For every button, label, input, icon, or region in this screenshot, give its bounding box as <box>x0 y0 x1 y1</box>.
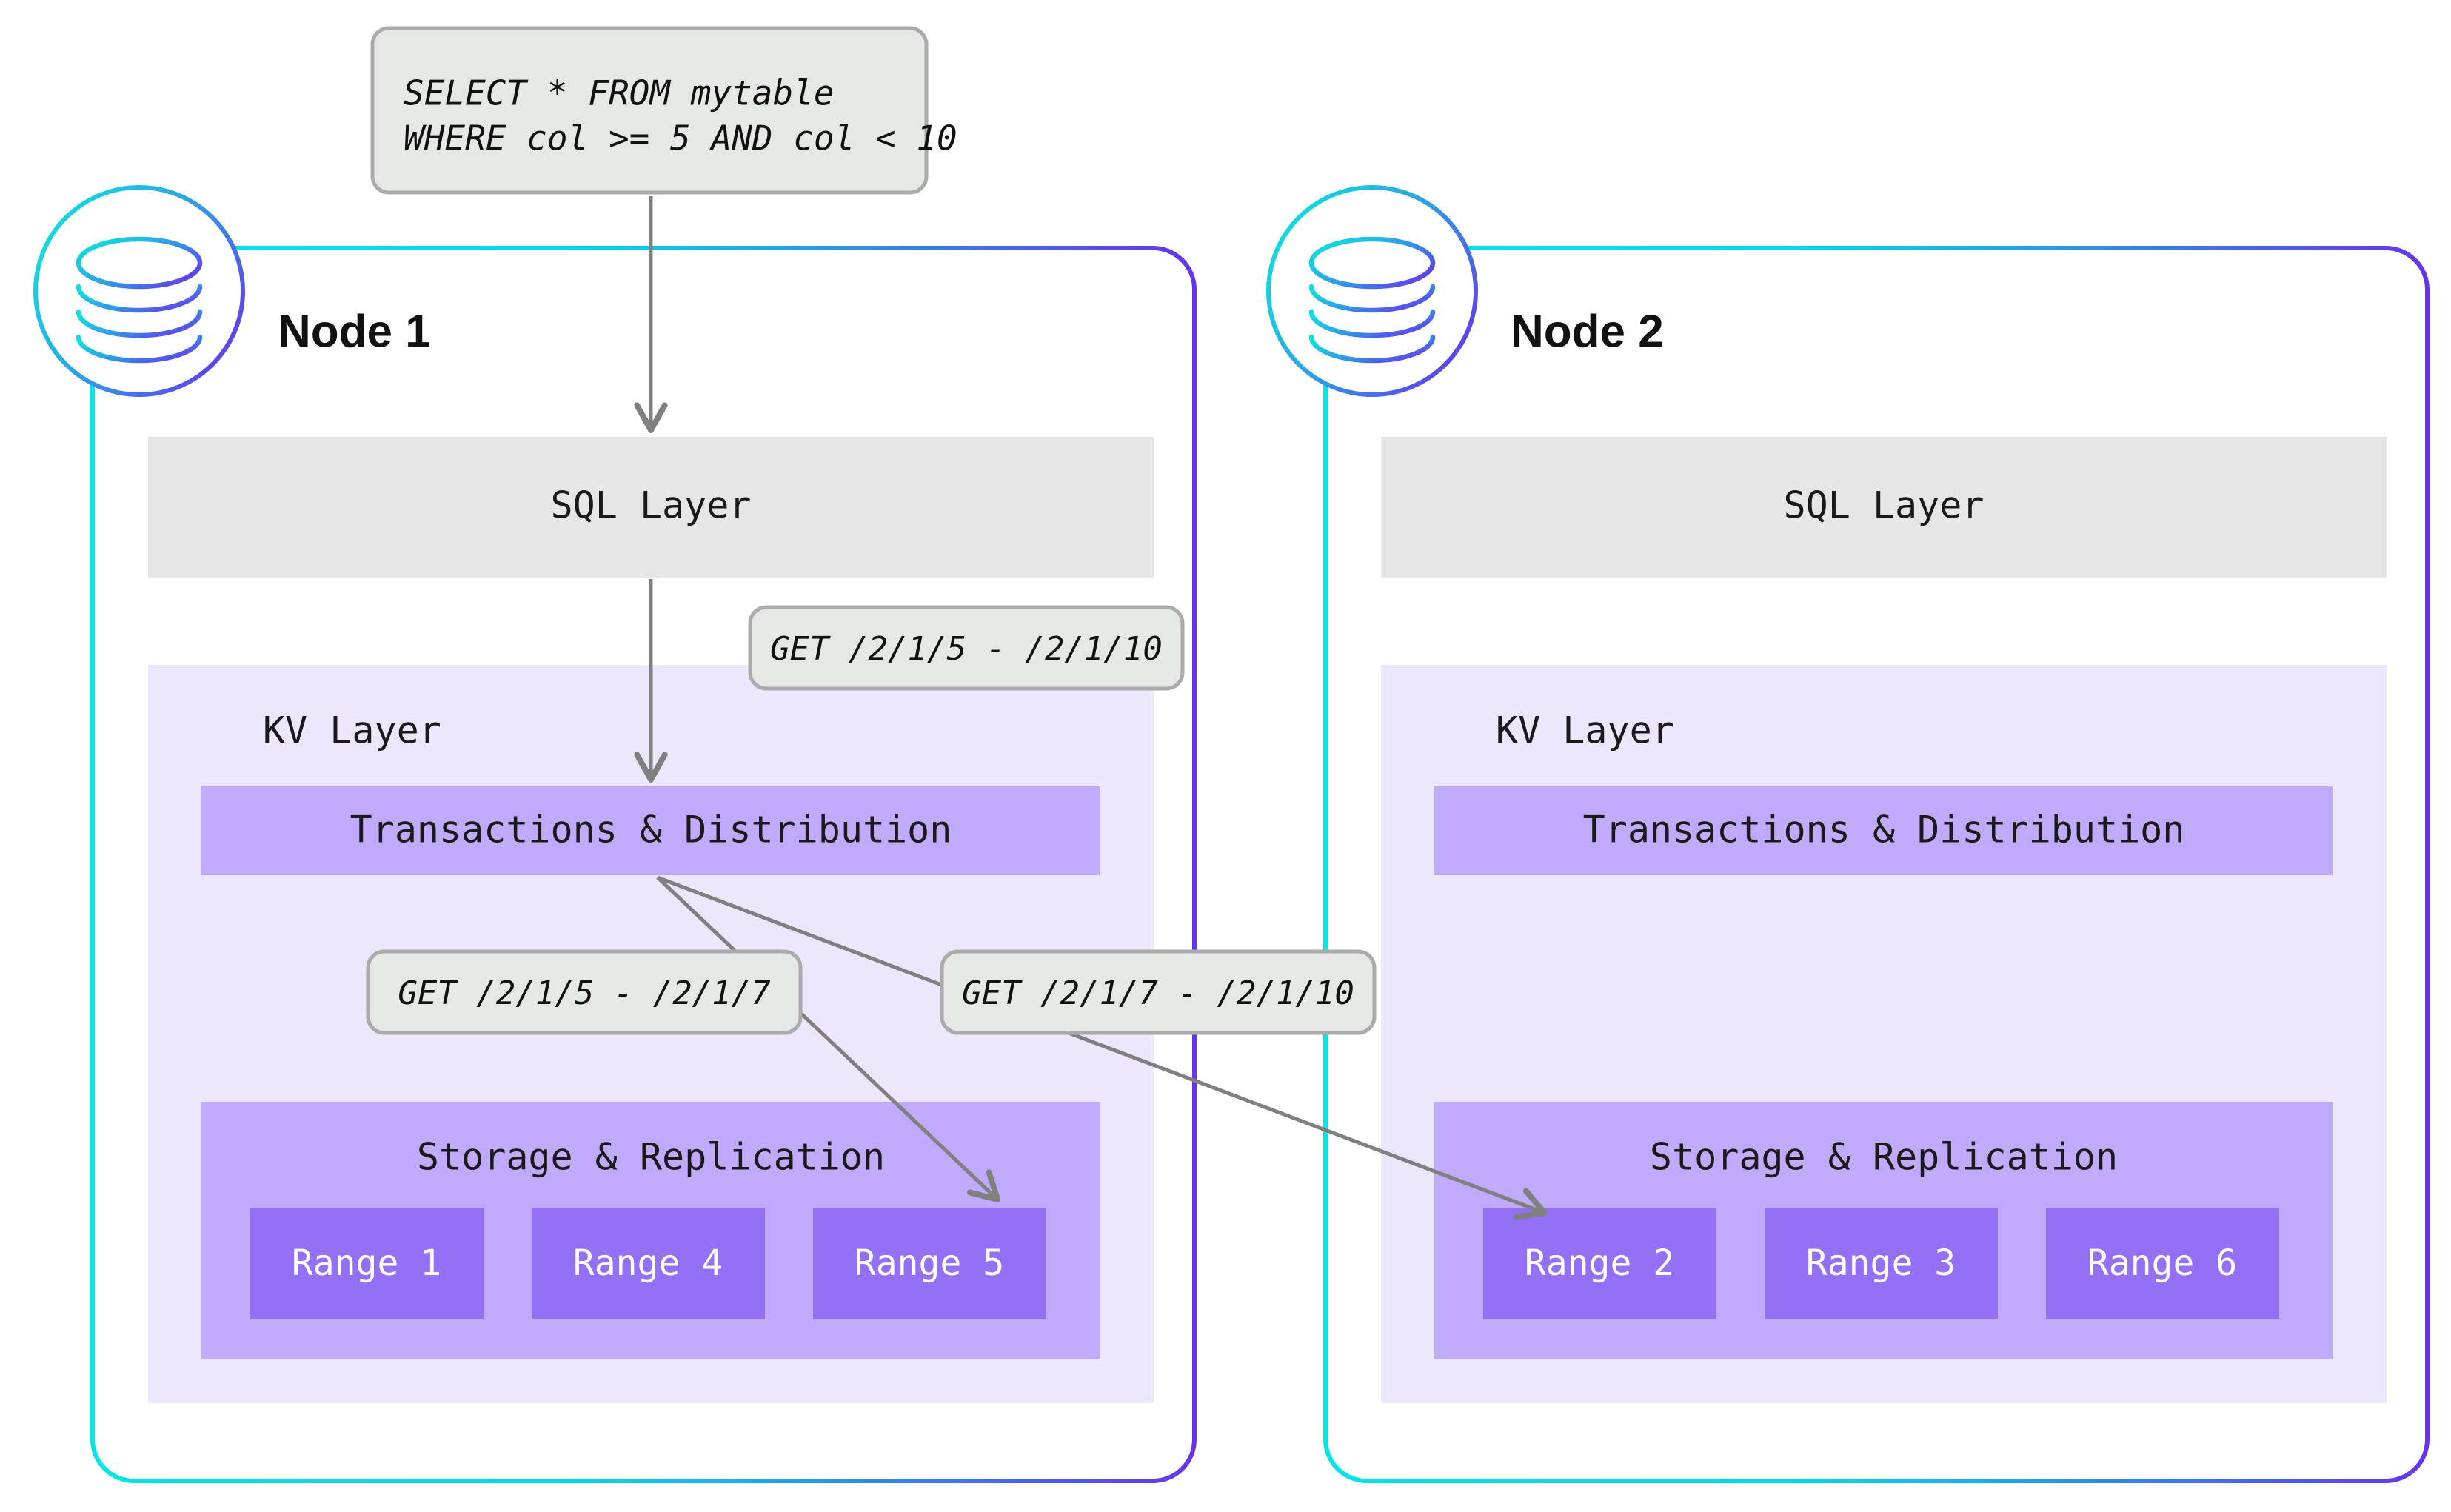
node-2-storage-label: Storage & Replication <box>1650 1136 2118 1179</box>
node-2-title: Node 2 <box>1511 306 1664 357</box>
node-2-sql-layer-label: SQL Layer <box>1784 484 1984 527</box>
node-2-range-6 <box>2046 1208 2279 1319</box>
node-2-range-3-label: Range 3 <box>1806 1242 1956 1284</box>
sql-query-callout: SELECT * FROM mytable WHERE col >= 5 AND… <box>370 26 957 195</box>
node-2-range-2-label: Range 2 <box>1525 1242 1674 1284</box>
node-1-range-1 <box>250 1208 484 1319</box>
node-2-kv-layer-label: KV Layer <box>1496 709 1674 752</box>
node-1-sql-layer-label: SQL Layer <box>551 484 752 527</box>
get-remote-range-label: GET /2/1/7 - /2/1/10 <box>962 974 1354 1012</box>
get-local-range-label: GET /2/1/5 - /2/1/7 <box>398 974 771 1012</box>
node-1-range-4 <box>532 1208 765 1319</box>
node-1-transactions <box>201 786 1100 875</box>
node-2-database-icon <box>1266 185 1478 397</box>
node-2-range-3 <box>1765 1208 1998 1319</box>
node-2-range-6-label: Range 6 <box>2087 1242 2237 1284</box>
node-2-range-2 <box>1483 1208 1716 1319</box>
node-2-transactions <box>1434 786 2333 875</box>
get-full-range-callout: GET /2/1/5 - /2/1/10 <box>748 605 1185 691</box>
node-1-transactions-label: Transactions & Distribution <box>350 809 952 852</box>
node-2-sql-layer <box>1381 437 2387 578</box>
get-local-range-callout: GET /2/1/5 - /2/1/7 <box>366 949 803 1035</box>
node-1-range-1-label: Range 1 <box>292 1242 441 1284</box>
get-full-range-label: GET /2/1/5 - /2/1/10 <box>770 630 1163 668</box>
node-1-title: Node 1 <box>278 306 431 357</box>
arrow-transactions-to-range5 <box>656 876 996 1198</box>
node-1-sql-layer <box>148 437 1154 578</box>
get-remote-range-callout: GET /2/1/7 - /2/1/10 <box>940 949 1377 1035</box>
node-1-database-icon <box>33 185 245 397</box>
node-1-range-5-label: Range 5 <box>855 1242 1004 1284</box>
node-2-container <box>1323 246 2430 1483</box>
node-2-transactions-label: Transactions & Distribution <box>1583 809 2185 852</box>
node-1-range-5 <box>813 1208 1046 1319</box>
node-1-container <box>90 246 1197 1483</box>
node-1-storage-label: Storage & Replication <box>417 1136 885 1179</box>
node-1-kv-layer-label: KV Layer <box>263 709 441 752</box>
arrow-transactions-to-range2 <box>657 875 1542 1212</box>
sql-query-line-1: SELECT * FROM mytable <box>404 73 835 113</box>
node-1-range-4-label: Range 4 <box>573 1242 723 1284</box>
sql-query-line-2: WHERE col >= 5 AND col < 10 <box>404 118 957 158</box>
